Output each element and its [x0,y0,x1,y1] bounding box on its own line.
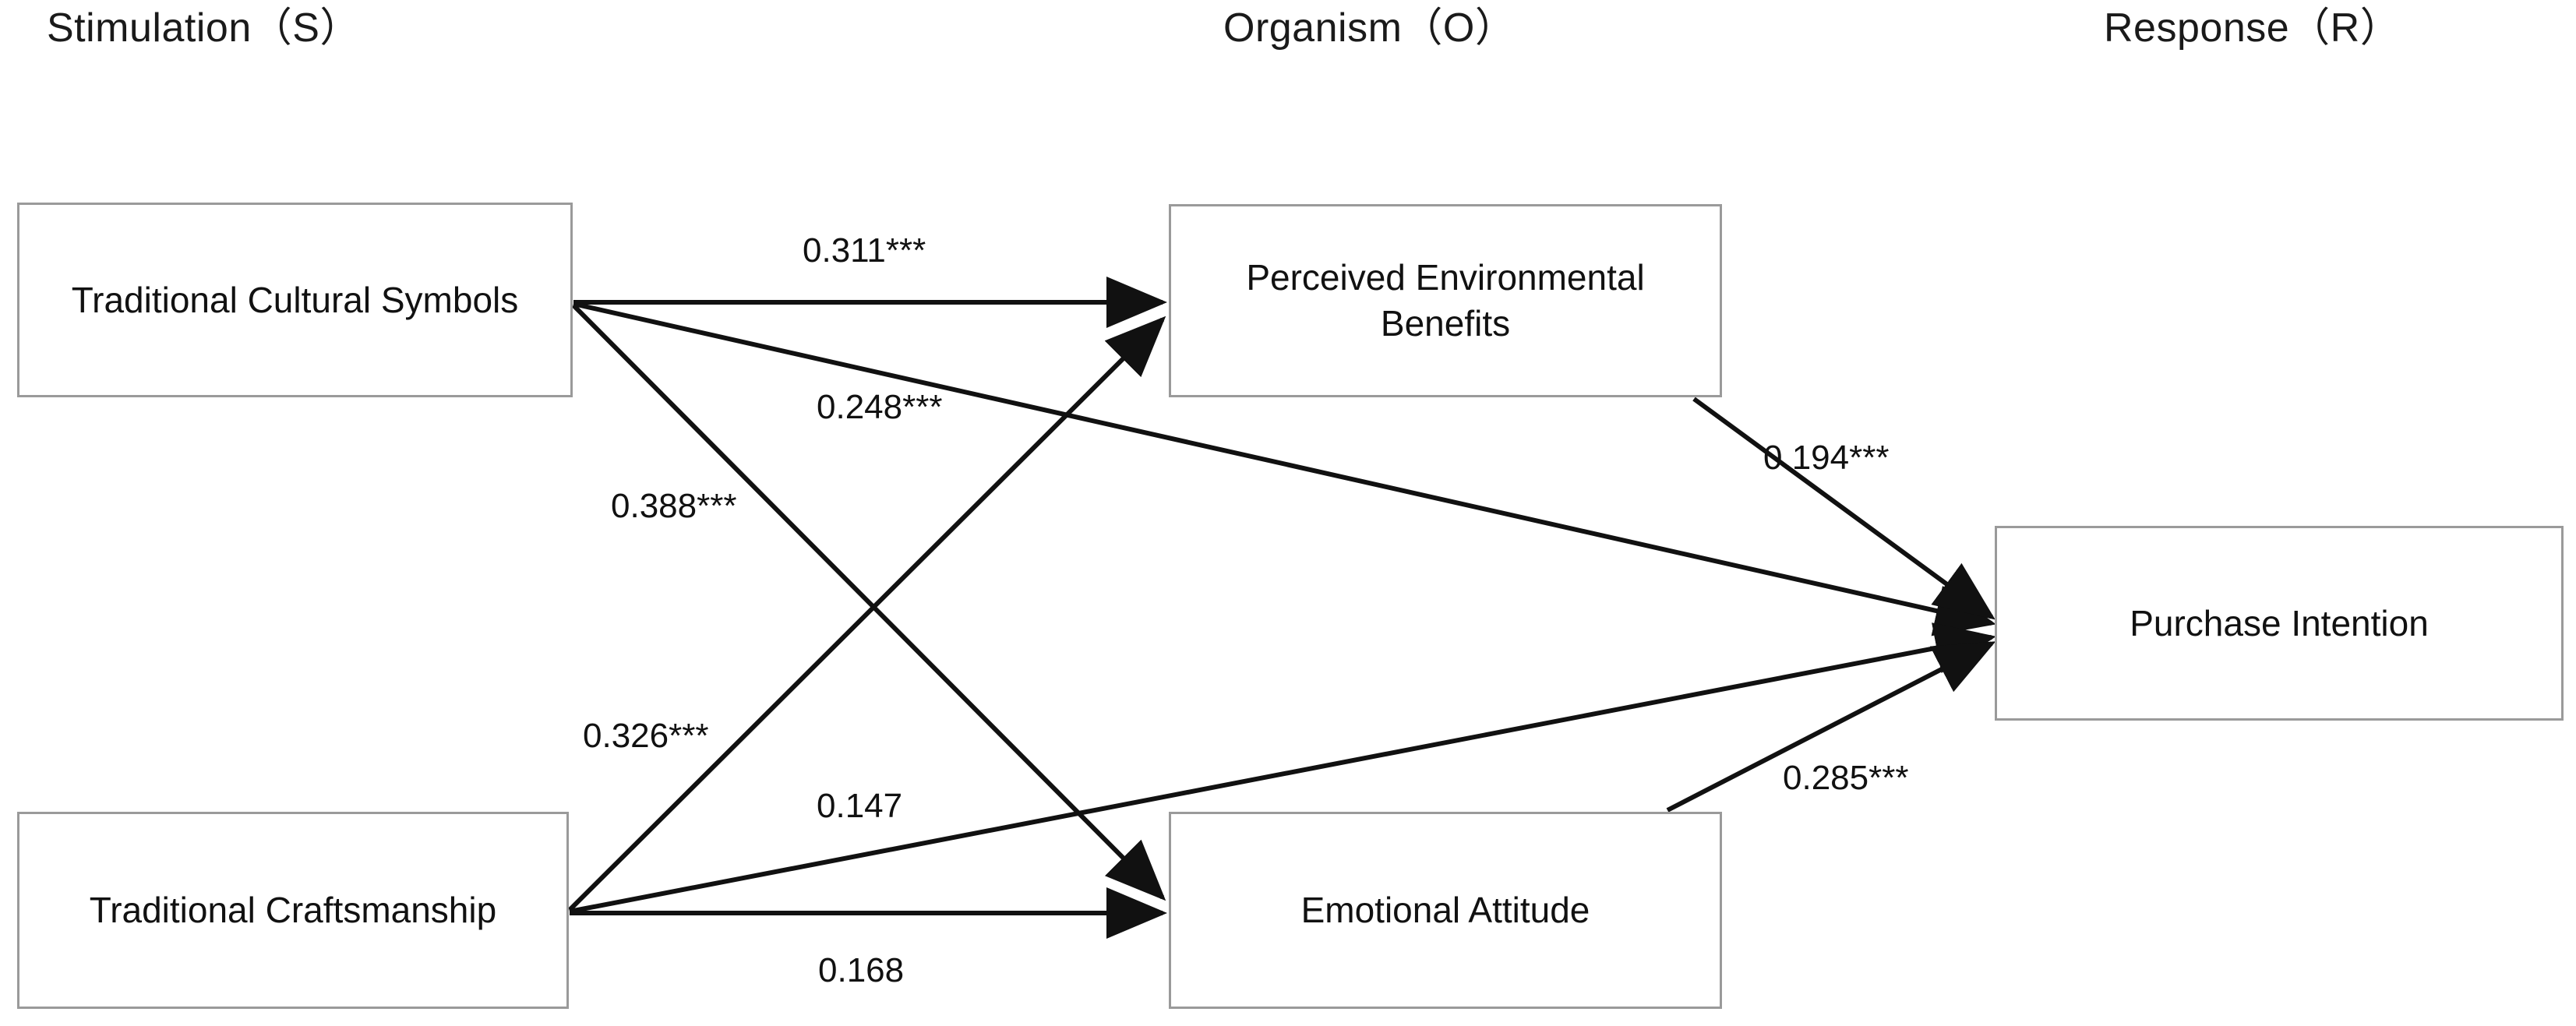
column-header-response: Response（R） [2104,5,2401,51]
column-header-organism: Organism（O） [1223,5,1516,51]
construct-label-perceived-environmental-benefits: Perceived Environmental Benefits [1246,257,1645,344]
construct-label-traditional-craftsmanship: Traditional Craftsmanship [89,890,497,931]
path-arrow-h3 [571,303,1166,901]
construct-box-emotional-attitude[interactable]: Emotional Attitude [1169,812,1722,1009]
path-arrow-h2 [573,301,1996,636]
construct-label-purchase-intention: Purchase Intention [2130,602,2429,643]
construct-label-emotional-attitude: Emotional Attitude [1300,890,1590,931]
path-arrow-h8 [1666,641,1996,813]
path-arrow-h5 [569,622,1996,914]
path-coefficient-ea-to-pi: 0.285*** [1783,759,1909,797]
path-arrow-h4 [567,316,1166,912]
path-coefficient-tcs-to-pi: 0.248*** [817,388,943,426]
construct-box-traditional-craftsmanship[interactable]: Traditional Craftsmanship [17,812,569,1009]
path-coefficient-tcs-to-peb: 0.311*** [803,231,926,270]
column-header-stimulation: Stimulation（S） [47,5,361,51]
path-coefficient-tcr-to-ea: 0.168 [818,951,905,989]
path-coefficient-tcr-to-peb: 0.326*** [583,717,709,755]
path-coefficient-tcs-to-ea: 0.388*** [611,487,737,525]
construct-box-traditional-cultural-symbols[interactable]: Traditional Cultural Symbols [17,203,573,397]
construct-box-purchase-intention[interactable]: Purchase Intention [1995,526,2564,721]
path-arrow-h7 [1692,397,1996,620]
construct-label-traditional-cultural-symbols: Traditional Cultural Symbols [71,279,519,320]
path-coefficient-tcr-to-pi: 0.147 [817,787,903,825]
path-coefficient-peb-to-pi: 0.194*** [1763,439,1890,477]
construct-box-perceived-environmental-benefits[interactable]: Perceived Environmental Benefits [1169,204,1722,397]
